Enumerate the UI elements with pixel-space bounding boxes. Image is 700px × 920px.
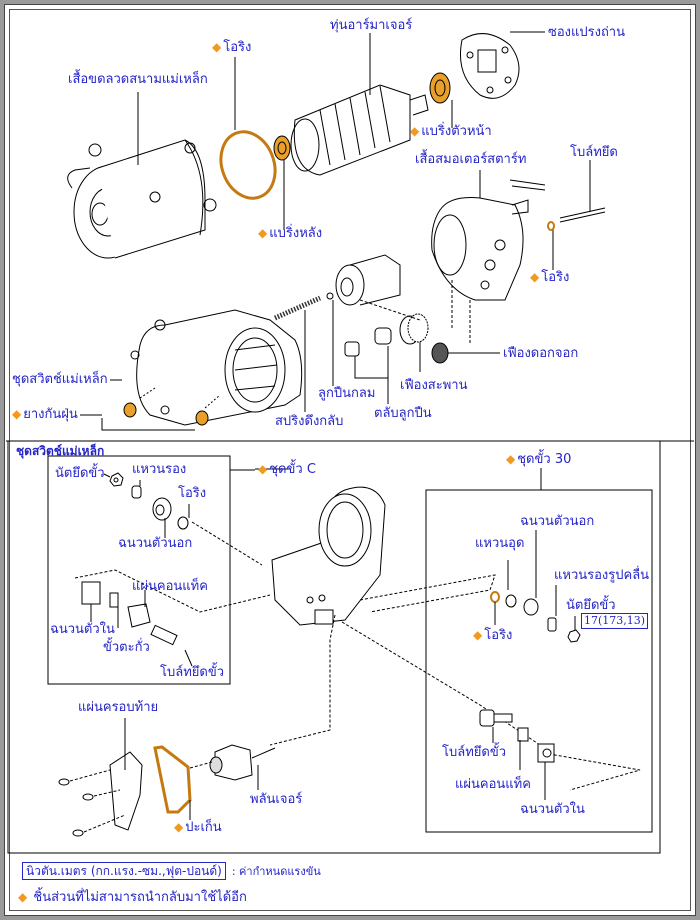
plunger-part: [209, 744, 276, 781]
non-reusable-marker-icon: ◆: [18, 890, 28, 904]
label-bearing-retainer: ตลับลูกปืน: [374, 406, 432, 421]
label-magnetic-switch-assy: ชุดสวิตช์แม่เหล็ก: [12, 372, 108, 387]
magnetic-switch-part: [130, 309, 303, 426]
label-gasket: ◆ปะเก็น: [174, 820, 222, 835]
label-c-nut: นัตยึดขั้ว: [55, 466, 105, 481]
switch-section-box: [7, 440, 661, 854]
label-end-cover: แผ่นครอบท้าย: [78, 700, 159, 715]
pinion-gear-part: [431, 342, 449, 364]
terminal-c-parts: [81, 472, 193, 667]
non-reusable-marker-icon: ◆: [410, 124, 420, 138]
terminal-30-box: [425, 489, 653, 833]
label-return-spring: สปริงดึงกลับ: [275, 414, 344, 429]
label-front-bearing: ◆แบริ่งตัวหน้า: [410, 124, 492, 139]
non-reusable-marker-icon: ◆: [258, 226, 268, 240]
label-oring-right: ◆โอริง: [530, 270, 570, 285]
label-brush-holder: ซองแปรงถ่าน: [548, 25, 625, 40]
brush-holder-part: [459, 33, 520, 99]
label-idler-gear: เฟืองสะพาน: [400, 378, 468, 393]
label-t30-outer-insulator: ฉนวนตัวนอก: [520, 514, 595, 529]
idler-gear-part: [399, 313, 429, 345]
label-oring-top: ◆โอริง: [212, 40, 252, 55]
non-reusable-marker-icon: ◆: [506, 452, 516, 466]
dust-boot-parts: [123, 402, 209, 426]
legend-non-reusable: ◆ ชิ้นส่วนที่ไม่สามารถนำกลับมาใช้ได้อีก: [18, 886, 247, 907]
label-t30-inner-insulator: ฉนวนตัวใน: [520, 802, 585, 817]
label-t30-terminal-bolt: โบล์ทยึดขั้ว: [442, 745, 507, 760]
oring-top-part: [219, 130, 277, 200]
switch-housing-part: [271, 486, 386, 626]
label-t30-wave-washer: แหวนรองรูปคลื่น: [554, 568, 650, 583]
rear-bearing-part: [273, 135, 291, 161]
legend-torque-desc: : ค่ากำหนดแรงขัน: [231, 865, 321, 878]
legend-non-reusable-text: ชิ้นส่วนที่ไม่สามารถนำกลับมาใช้ได้อีก: [33, 890, 247, 905]
label-armature: ทุ่นอาร์มาเจอร์: [330, 18, 413, 33]
label-starter-housing: เสื้อสมอเตอร์สตาร์ท: [415, 152, 527, 167]
label-t30-oring: ◆โอริง: [473, 628, 513, 643]
non-reusable-marker-icon: ◆: [473, 628, 483, 642]
armature-part: [290, 84, 429, 176]
label-t30-contact-plate: แผ่นคอนแท็ค: [455, 777, 531, 792]
non-reusable-marker-icon: ◆: [258, 462, 268, 476]
label-pinion-gear: เฟืองดอกจอก: [503, 346, 579, 361]
starter-housing-part: [431, 179, 606, 301]
label-field-frame: เสื้อขดลวดสนามแม่เหล็ก: [68, 72, 208, 87]
gasket-part: [153, 745, 192, 814]
label-terminal-30-kit: ◆ชุดขั้ว 30: [506, 452, 572, 467]
terminal-30-parts: [479, 591, 581, 763]
end-cover-part: [58, 751, 143, 837]
label-c-inner-insulator: ฉนวนตัวใน: [50, 622, 115, 637]
return-spring-part: [273, 295, 322, 321]
non-reusable-marker-icon: ◆: [212, 40, 222, 54]
label-c-lead-terminal: ขั้วตะกั่ว: [103, 640, 150, 655]
label-plunger: พลันเจอร์: [250, 792, 303, 807]
non-reusable-marker-icon: ◆: [12, 407, 22, 421]
label-t30-seal-washer: แหวนอุด: [475, 536, 525, 551]
label-c-washer: แหวนรอง: [132, 462, 187, 477]
non-reusable-marker-icon: ◆: [530, 270, 540, 284]
starter-clutch-part: [335, 254, 401, 306]
label-rear-bearing: ◆แบริ่งหลัง: [258, 226, 323, 241]
front-bearing-part: [429, 72, 451, 104]
label-terminal-c-kit: ◆ชุดขั้ว C: [258, 462, 316, 477]
bearing-retainer-part: [344, 327, 392, 357]
label-ball: ลูกปืนกลม: [318, 386, 376, 401]
diagram-inner-border: [9, 9, 691, 911]
ball-part: [326, 292, 334, 300]
field-frame-part: [67, 139, 217, 259]
label-dust-boot: ◆ยางกันฝุ่น: [12, 407, 78, 422]
torque-spec-t30-nut: 17(173,13): [581, 613, 649, 629]
label-through-bolt: โบล์ทยึด: [570, 145, 618, 160]
label-c-terminal-bolt: โบล์ทยึดขั้ว: [160, 665, 225, 680]
label-t30-nut: นัตยึดขั้ว: [566, 598, 616, 613]
legend-torque: นิวตัน.เมตร (กก.แรง.-ซม.,ฟุต-ปอนด์) : ค่า…: [22, 862, 321, 881]
label-c-oring: โอริง: [178, 486, 207, 501]
terminal-c-box: [47, 455, 231, 685]
label-c-contact-plate: แผ่นคอนแท็ค: [132, 579, 208, 594]
label-c-outer-insulator: ฉนวนตัวนอก: [118, 536, 193, 551]
legend-torque-unit: นิวตัน.เมตร (กก.แรง.-ซม.,ฟุต-ปอนด์): [22, 862, 226, 880]
section-title-magnetic-switch: ชุดสวิตช์แม่เหล็ก: [16, 444, 105, 458]
non-reusable-marker-icon: ◆: [174, 820, 184, 834]
